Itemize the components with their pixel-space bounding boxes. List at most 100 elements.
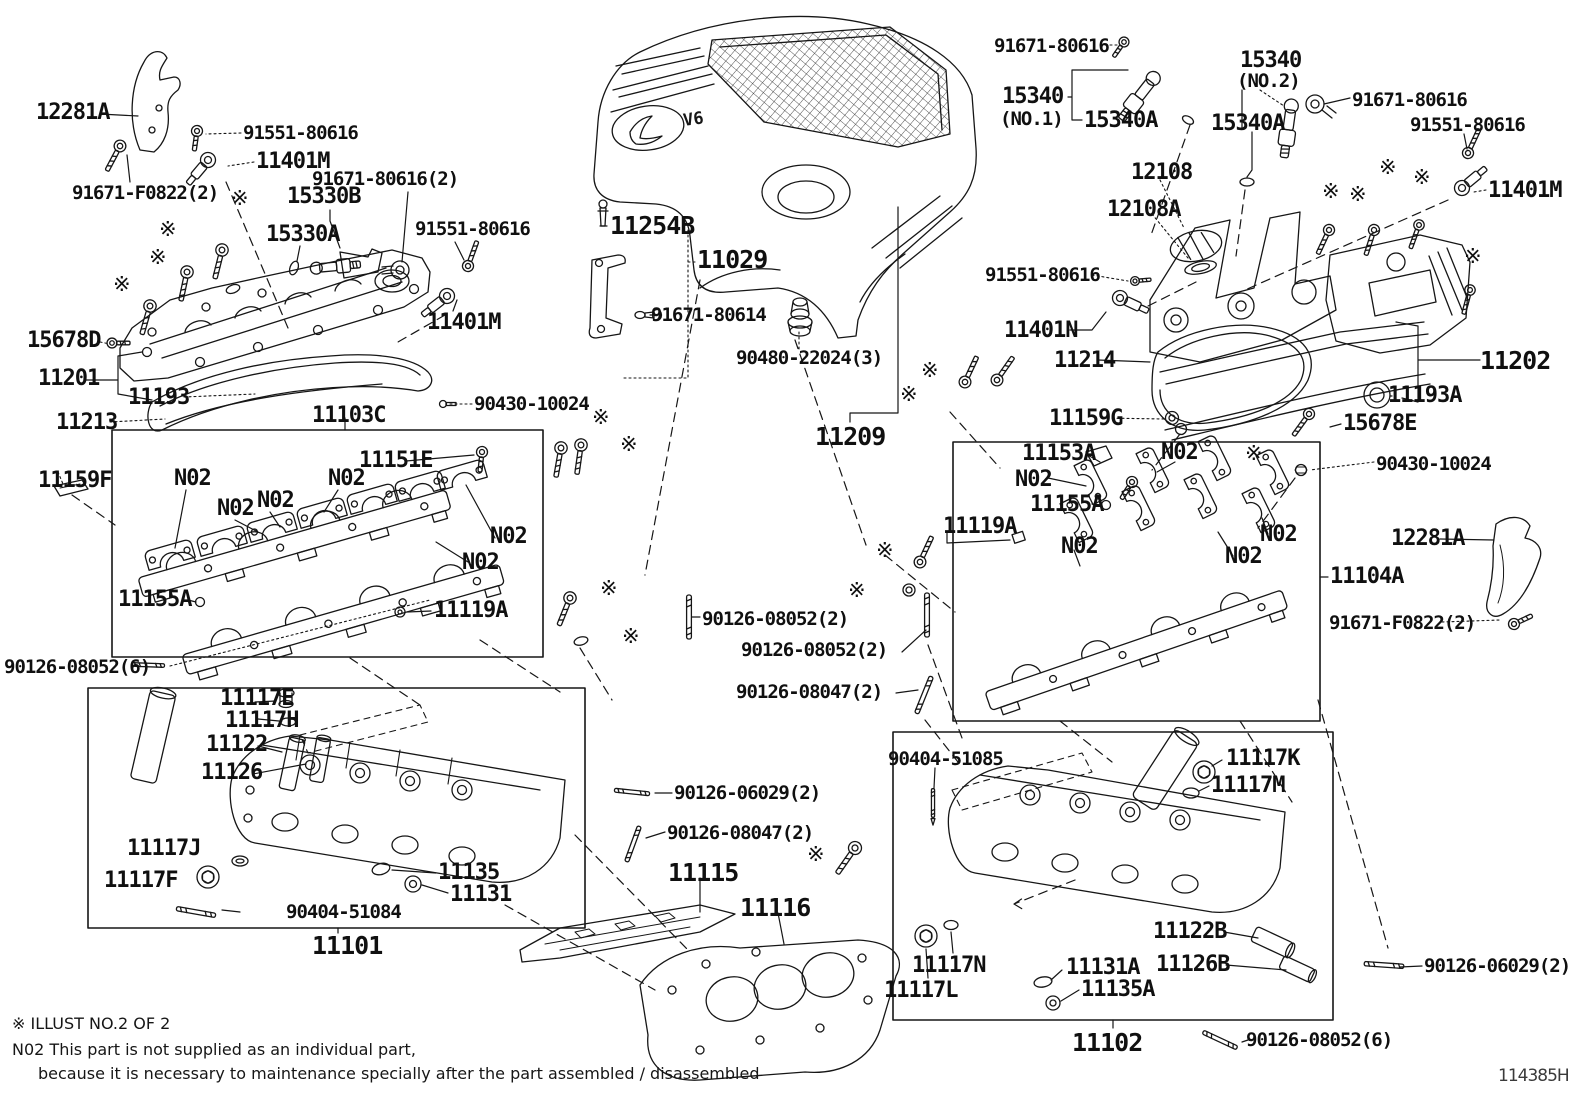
illust-no2-reference-symbol: ※	[848, 578, 866, 602]
illust-no2-reference-symbol: ※	[900, 382, 918, 406]
part-label-11193a: 11193A	[1388, 383, 1462, 408]
rh-cylinder-head-box	[893, 724, 1333, 1020]
part-label-90126-08052-6: 90126-08052(6)	[4, 656, 151, 678]
part-label-90404-51085: 90404-51085	[888, 748, 1004, 770]
part-label-11126b: 11126B	[1156, 952, 1230, 977]
part-label-11401n: 11401N	[1004, 318, 1078, 343]
illust-no2-reference-symbol: ※	[1349, 182, 1367, 206]
part-label-15330a: 15330A	[266, 222, 340, 247]
part-label-90430-10024: 90430-10024	[1376, 453, 1492, 475]
part-label-91551-80616: 91551-80616	[1410, 114, 1526, 136]
part-label-n02: N02	[1015, 467, 1053, 492]
illust-no2-reference-symbol: ※	[1464, 244, 1482, 268]
part-label-n02: N02	[217, 496, 255, 521]
part-label-11119a: 11119A	[434, 598, 508, 623]
illust-no2-reference-symbol: ※	[592, 405, 610, 429]
part-label-90126-08047-2: 90126-08047(2)	[736, 681, 883, 703]
part-label-15340: 15340	[1002, 84, 1064, 109]
illust-no2-reference-symbol: ※	[159, 217, 177, 241]
part-label-15330b: 15330B	[287, 184, 361, 209]
construction-lines	[72, 125, 1448, 990]
part-label-11117k: 11117K	[1226, 746, 1300, 771]
part-label-11401m: 11401M	[256, 149, 330, 174]
part-label-91671-80616-2: 91671-80616(2)	[312, 168, 459, 190]
part-label-15340a: 15340A	[1211, 111, 1285, 136]
footnote-illust: ※ ILLUST NO.2 OF 2	[12, 1014, 171, 1033]
part-label-11117l: 11117L	[884, 978, 958, 1003]
part-label-91671-80616: 91671-80616	[994, 35, 1110, 57]
camshaft-box-11104a	[953, 433, 1320, 721]
illust-no2-reference-symbol: ※	[113, 272, 131, 296]
part-label-11155a: 11155A	[1030, 492, 1104, 517]
dotted-leaders	[58, 45, 1500, 666]
part-label-11401m: 11401M	[1488, 178, 1562, 203]
part-label-12281a: 12281A	[1391, 526, 1465, 551]
part-label-11122b: 11122B	[1153, 919, 1227, 944]
footnote-n02-line2: because it is necessary to maintenance s…	[38, 1064, 760, 1083]
part-label-11119a: 11119A	[943, 514, 1017, 539]
figure-code: 114385H	[1498, 1066, 1570, 1086]
part-label-90126-08052-6: 90126-08052(6)	[1246, 1029, 1393, 1051]
part-label-12281a: 12281A	[36, 100, 110, 125]
part-label-11131: 11131	[450, 882, 512, 907]
part-label-n02: N02	[1225, 544, 1263, 569]
part-label-90126-08052-2: 90126-08052(2)	[741, 639, 888, 661]
part-label-12108a: 12108A	[1107, 197, 1181, 222]
illust-no2-reference-symbol: ※	[1322, 179, 1340, 203]
cover-v6-mark: V6	[682, 108, 705, 131]
part-label-11101: 11101	[312, 931, 383, 960]
illust-no2-reference-symbol: ※	[1413, 165, 1431, 189]
part-label-11254b: 11254B	[610, 211, 695, 240]
illust-no2-reference-symbol: ※	[622, 624, 640, 648]
part-label-15678d: 15678D	[27, 328, 101, 353]
fasteners	[54, 34, 1492, 1051]
illust-no2-reference-symbol: ※	[231, 186, 249, 210]
part-label-n02: N02	[490, 524, 528, 549]
part-label-90126-06029-2: 90126-06029(2)	[674, 782, 821, 804]
illust-no2-reference-symbol: ※	[620, 432, 638, 456]
cover-bracket-parts	[589, 200, 812, 338]
part-label-90404-51084: 90404-51084	[286, 901, 402, 923]
lh-valve-cover-drawing	[120, 250, 432, 431]
part-label-11115: 11115	[668, 858, 739, 887]
part-label-90126-08047-2: 90126-08047(2)	[667, 822, 814, 844]
part-label-11201: 11201	[38, 366, 100, 391]
part-label-11103c: 11103C	[312, 403, 386, 428]
footnote-n02-line1: N02 This part is not supplied as an indi…	[12, 1040, 416, 1059]
part-label-no-2: (NO.2)	[1237, 70, 1301, 92]
part-label-11104a: 11104A	[1330, 564, 1404, 589]
illust-no2-reference-symbol: ※	[1379, 155, 1397, 179]
part-label-11155a: 11155A	[118, 587, 192, 612]
part-label-11126: 11126	[201, 760, 263, 785]
part-label-n02: N02	[462, 550, 500, 575]
part-label-11401m: 11401M	[427, 310, 501, 335]
part-label-11116: 11116	[740, 893, 811, 922]
part-label-11193: 11193	[128, 385, 190, 410]
illust-no2-reference-symbol: ※	[921, 358, 939, 382]
part-label-11122: 11122	[206, 732, 268, 757]
part-label-11209: 11209	[815, 422, 886, 451]
part-label-11117j: 11117J	[127, 836, 201, 861]
illust-no2-reference-symbol: ※	[1245, 441, 1263, 465]
part-label-15340: 15340	[1240, 48, 1302, 73]
part-label-90126-08052-2: 90126-08052(2)	[702, 608, 849, 630]
part-label-90480-22024-3: 90480-22024(3)	[736, 347, 883, 369]
part-label-11159f: 11159F	[38, 468, 112, 493]
part-label-91551-80616: 91551-80616	[415, 218, 531, 240]
part-label-11117f: 11117F	[104, 868, 178, 893]
part-label-91671-80616: 91671-80616	[1352, 89, 1468, 111]
part-label-11117m: 11117M	[1211, 773, 1285, 798]
part-label-no-1: (NO.1)	[1000, 108, 1064, 130]
part-label-11117h: 11117H	[225, 708, 299, 733]
part-label-91551-80616: 91551-80616	[985, 264, 1101, 286]
part-label-n02: N02	[1161, 440, 1199, 465]
part-label-15678e: 15678E	[1343, 411, 1417, 436]
part-label-n02: N02	[1061, 534, 1099, 559]
illust-no2-reference-symbol: ※	[876, 538, 894, 562]
part-label-11117e: 11117E	[220, 686, 294, 711]
part-label-90430-10024: 90430-10024	[474, 393, 590, 415]
engine-cover-drawing: V6	[594, 17, 976, 338]
part-label-n02: N02	[328, 466, 366, 491]
